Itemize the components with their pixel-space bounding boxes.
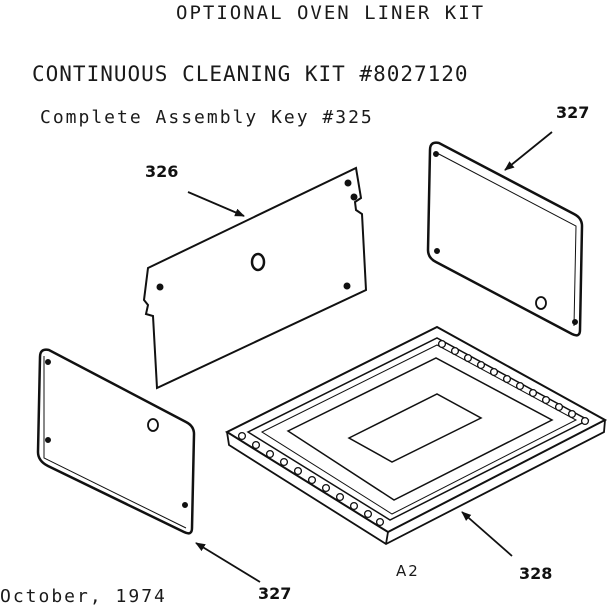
back-panel-326 — [142, 166, 368, 390]
arrow-326 — [187, 191, 245, 217]
side-panel-right-327 — [426, 141, 584, 337]
callout-326: 326 — [145, 162, 179, 181]
issue-date: October, 1974 — [0, 586, 167, 607]
arrow-327-left — [195, 542, 261, 583]
diagram-title: OPTIONAL OVEN LINER KIT — [176, 2, 486, 24]
liner-rivets — [237, 339, 590, 527]
sheet-label: A2 — [396, 562, 420, 580]
leader-arrows — [187, 131, 553, 583]
callout-328: 328 — [519, 564, 553, 583]
bottom-liner-328 — [224, 325, 608, 546]
kit-number-line: CONTINUOUS CLEANING KIT #8027120 — [32, 62, 469, 86]
callout-327-left: 327 — [258, 584, 292, 603]
arrow-327-right — [504, 131, 553, 171]
assembly-key-line: Complete Assembly Key #325 — [40, 107, 374, 128]
side-panel-left-327 — [36, 348, 196, 535]
callout-327-right: 327 — [556, 103, 590, 122]
arrow-328 — [461, 511, 513, 557]
